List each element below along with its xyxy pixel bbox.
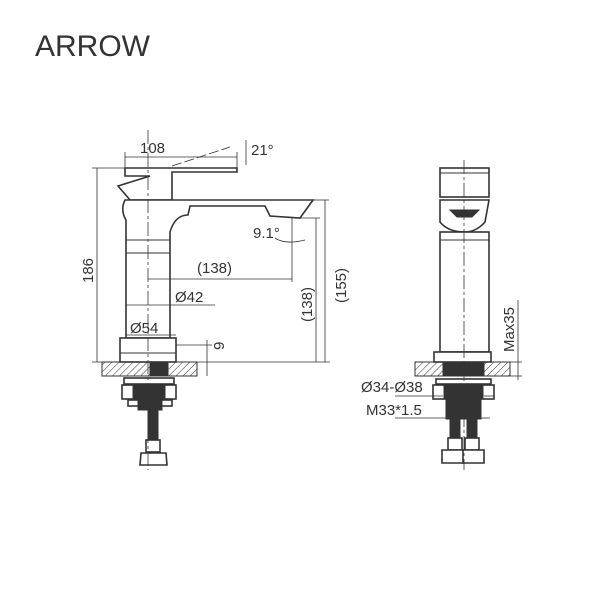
dim-max-counter: Max35 [501,307,518,352]
dim-height-total: 186 [80,258,97,283]
dim-hole-diameter: Ø34-Ø38 [361,379,423,396]
dim-body-diameter: Ø42 [175,289,203,306]
dim-spout-reach: (138) [197,260,232,277]
dim-base-diameter: Ø54 [130,320,158,337]
dim-spout-height: (138) [299,287,316,322]
dim-base-height: 9 [211,342,228,350]
mounting-hardware [121,377,177,466]
dim-spout-top-height: (155) [333,268,350,303]
dim-spout-angle: 9.1° [253,225,280,242]
brand-title: ARROW [35,30,150,63]
front-dimension-lines [395,300,522,419]
dim-handle-length: 108 [140,140,165,157]
handle [116,146,238,201]
spout [121,199,315,339]
counter-section [101,361,151,377]
dimension-lines [92,140,330,376]
side-view: 108 21° 186 9.1° (138) Ø42 Ø54 9 (138) (… [80,130,350,470]
front-view: Max35 Ø34-Ø38 M33*1.5 [361,160,522,470]
dim-thread: M33*1.5 [366,402,422,419]
dim-handle-angle: 21° [251,142,274,159]
